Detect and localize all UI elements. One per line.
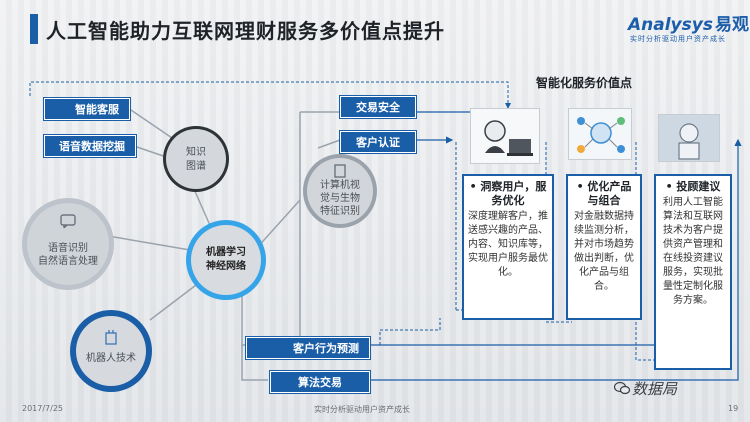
value-panel-optimize: • 优化产品与组合 对金融数据持续监测分析，并对市场趋势做出判断，优化产品与组合… (566, 174, 642, 320)
logo-tagline: 实时分析驱动用户资产成长 (630, 35, 726, 43)
logo-brand-cn: 易观 (714, 15, 749, 35)
tag-smart-service: 智能客服 (44, 98, 130, 120)
value-points-title: 智能化服务价值点 (536, 76, 633, 90)
footer-source: 实时分析驱动用户资产成长 (314, 405, 410, 414)
ml-label-1: 机器学习 (206, 247, 246, 258)
tag-transaction-security: 交易安全 (340, 96, 416, 118)
knowledge-graph-circle: 知识 图谱 (163, 126, 229, 192)
panel-insight-body: 深度理解客户，推送感兴趣的产品、内容、知识库等，实现用户服务最优化。 (468, 211, 548, 278)
tag-customer-auth: 客户认证 (340, 131, 416, 153)
vision-label-2: 觉与生物 (320, 193, 360, 204)
watermark: 数据局 (632, 380, 678, 398)
speech-label-1: 语音识别 (48, 243, 88, 254)
vision-label-3: 特征识别 (320, 206, 360, 217)
panel-optimize-head: • 优化产品与组合 (576, 180, 632, 207)
customer-service-illustration (470, 108, 540, 164)
panel-advisor-body: 利用人工智能算法和互联网技术为客户提供资产管理和在线投资建议服务，实现批量性定制… (663, 197, 723, 306)
knowledge-graph-label-2: 图谱 (186, 161, 206, 172)
ml-circle: 机器学习 神经网络 (186, 220, 266, 300)
data-analysis-illustration (568, 108, 632, 160)
ml-label-2: 神经网络 (206, 261, 246, 272)
page-number: 19 (728, 404, 739, 413)
vision-label-1: 计算机视 (320, 180, 360, 191)
panel-advisor-head: • 投顾建议 (665, 180, 721, 193)
knowledge-graph-label-1: 知识 (186, 147, 206, 158)
logo-brand-en: Analysys (628, 15, 713, 35)
robot-icon (105, 330, 117, 345)
speech-icon (60, 214, 76, 228)
vision-circle: 计算机视 觉与生物 特征识别 (303, 154, 377, 228)
page-title: 人工智能助力互联网理财服务多价值点提升 (46, 19, 445, 43)
title-accent-bar (30, 14, 38, 44)
footer-date: 2017/7/25 (22, 404, 64, 413)
tag-algo-trading: 算法交易 (270, 371, 370, 393)
wechat-icon (614, 381, 630, 395)
robot-label: 机器人技术 (86, 353, 136, 364)
vision-icon (334, 164, 346, 178)
robot-circle: 机器人技术 (70, 310, 152, 392)
panel-insight-head: • 洞察用户，服务优化 (469, 180, 547, 207)
value-panel-advisor: • 投顾建议 利用人工智能算法和互联网技术为客户提供资产管理和在线投资建议服务，… (654, 174, 732, 370)
tag-behavior-prediction: 客户行为预测 (246, 337, 370, 359)
value-panel-insight: • 洞察用户，服务优化 深度理解客户，推送感兴趣的产品、内容、知识库等，实现用户… (462, 174, 554, 320)
robo-advisor-illustration (658, 114, 720, 162)
speech-label-2: 自然语言处理 (38, 256, 98, 267)
speech-circle: 语音识别 自然语言处理 (22, 198, 114, 290)
tag-voice-mining: 语音数据挖掘 (44, 135, 136, 157)
panel-optimize-body: 对金融数据持续监测分析，并对市场趋势做出判断，优化产品与组合。 (574, 211, 634, 292)
